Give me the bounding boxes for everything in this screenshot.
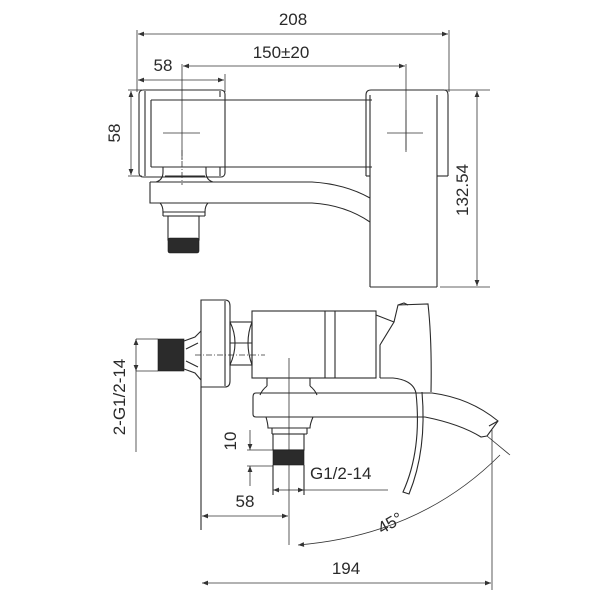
dim-label-208: 208 [279, 10, 307, 29]
inlet-connector [157, 330, 265, 381]
outlet-thread-top [167, 237, 200, 254]
dim-overall-depth: 132.54 [440, 89, 490, 288]
outlet-thread [272, 449, 305, 466]
center-marks [163, 110, 423, 185]
inlet-thread [157, 338, 185, 372]
dim-outlet-thread-length: 10 [221, 430, 273, 486]
outlet-stem [265, 416, 314, 495]
dim-label-g12: G1/2-14 [310, 464, 371, 483]
dim-body-width: 58 [138, 56, 226, 92]
top-view: 208 150±20 58 58 132.54 [105, 10, 490, 288]
side-view: 2-G1/2-14 [110, 299, 511, 590]
dim-label-58-top: 58 [154, 56, 173, 75]
dim-outlet-thread: G1/2-14 [273, 464, 388, 493]
spout-top [149, 167, 371, 254]
dim-outlet-offset: 58 [202, 492, 288, 519]
mixer-body-side [251, 310, 377, 505]
mixer-body-top [150, 99, 372, 168]
spout-side [252, 392, 499, 438]
dim-label-inlet: 2-G1/2-14 [110, 359, 129, 436]
dim-inlet-thread: 2-G1/2-14 [110, 338, 158, 452]
dim-label-132: 132.54 [453, 164, 472, 216]
dim-label-150: 150±20 [253, 43, 310, 62]
dim-label-194: 194 [332, 559, 360, 578]
lever-handle [375, 302, 432, 394]
hex-nut [229, 321, 253, 366]
dim-overall-width: 208 [136, 10, 450, 92]
escutcheon [200, 299, 231, 530]
dim-label-58-left: 58 [105, 124, 124, 143]
dim-label-45: 45° [374, 509, 406, 538]
dim-overall-projection: 194 [202, 430, 493, 590]
dim-label-10: 10 [221, 432, 240, 451]
dim-label-58-bottom: 58 [236, 492, 255, 511]
right-cap-outline [365, 89, 449, 288]
neck-side [259, 378, 318, 396]
dim-center-distance: 150±20 [181, 43, 407, 160]
dim-body-height: 58 [105, 89, 142, 177]
